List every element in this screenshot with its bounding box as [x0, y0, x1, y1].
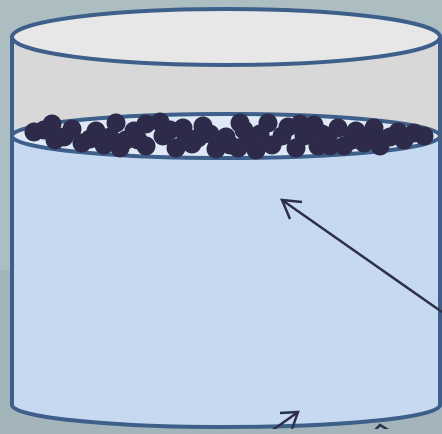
particle: [110, 138, 130, 158]
particle: [200, 124, 220, 144]
particle: [234, 120, 254, 140]
particle: [160, 120, 180, 140]
particle: [328, 118, 348, 138]
particle: [246, 140, 266, 160]
arrow-to-liquid: [280, 198, 442, 314]
floating-particles: [24, 112, 434, 160]
container-outline: [10, 38, 442, 429]
particle: [312, 124, 332, 144]
particle: [250, 124, 270, 144]
particle: [220, 135, 240, 155]
particle: [342, 130, 362, 150]
particle: [34, 120, 54, 140]
particle: [176, 129, 196, 149]
particle: [54, 127, 74, 147]
particle: [278, 117, 298, 137]
particle: [414, 126, 434, 146]
particle: [128, 130, 148, 150]
liquid-body: [12, 138, 440, 427]
particle: [136, 114, 156, 134]
particle: [388, 122, 408, 142]
container-rim: [10, 7, 442, 67]
particle: [80, 129, 100, 149]
particle: [362, 128, 382, 148]
